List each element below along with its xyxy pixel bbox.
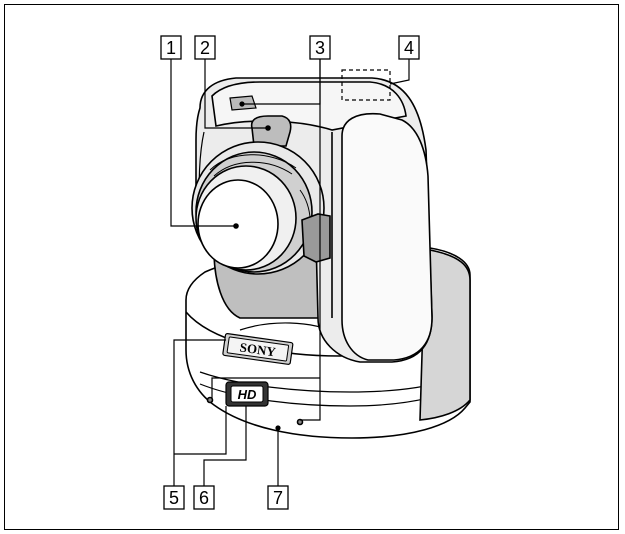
sensor-window — [250, 115, 292, 147]
camera-side-panel — [341, 112, 433, 361]
callout-5: 5 — [163, 485, 185, 510]
hidden-part-indicator — [341, 69, 391, 101]
svg-text:3: 3 — [315, 38, 325, 58]
sony-logo-badge: SONY — [222, 333, 294, 365]
lens-assembly — [191, 141, 325, 275]
camera-body: SONY HD — [185, 77, 471, 439]
svg-text:6: 6 — [199, 488, 209, 508]
callout-2: 2 — [194, 35, 216, 60]
figure-frame — [4, 4, 619, 530]
svg-text:4: 4 — [404, 38, 414, 58]
svg-text:5: 5 — [169, 488, 179, 508]
sony-logo-text: SONY — [239, 340, 277, 360]
callout-4: 4 — [398, 35, 420, 60]
hd-logo-text: HD — [238, 387, 257, 402]
callout-1: 1 — [160, 35, 182, 60]
callout-3: 3 — [309, 35, 331, 60]
svg-text:7: 7 — [273, 488, 283, 508]
callout-6: 6 — [193, 485, 215, 510]
hd-logo-badge: HD — [225, 381, 269, 407]
svg-text:2: 2 — [200, 38, 210, 58]
leader-lines — [170, 58, 410, 486]
callout-7: 7 — [267, 485, 289, 510]
svg-text:1: 1 — [166, 38, 176, 58]
led-indicator-left — [206, 396, 214, 404]
